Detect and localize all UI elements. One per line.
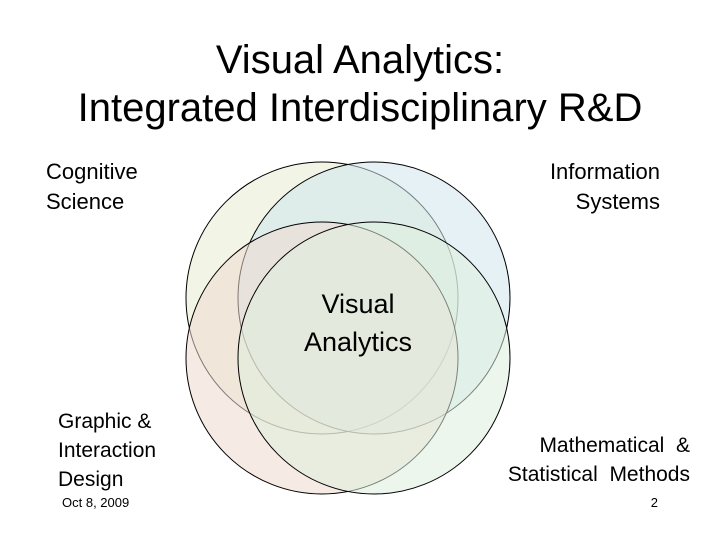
- label-mathematical-statistical-methods: Mathematical & Statistical Methods: [508, 431, 690, 489]
- circle-math-stat-methods: [237, 221, 511, 495]
- label-information-systems: Information Systems: [550, 157, 660, 217]
- label-line: Cognitive: [46, 159, 138, 184]
- footer-date: Oct 8, 2009: [62, 495, 130, 510]
- center-label-visual-analytics: Visual Analytics: [258, 285, 458, 361]
- label-line: Science: [46, 189, 125, 214]
- slide-title: Visual Analytics: Integrated Interdiscip…: [0, 36, 720, 132]
- page-number: 2: [650, 495, 658, 510]
- label-line: Information: [549, 159, 660, 184]
- center-label-line-2: Analytics: [303, 327, 413, 357]
- label-graphic-interaction-design: Graphic & Interaction Design: [58, 407, 156, 494]
- label-line: Graphic &: [58, 410, 152, 433]
- label-line: Design: [58, 468, 124, 491]
- label-line: Systems: [575, 189, 660, 214]
- label-line: Statistical Methods: [507, 463, 690, 486]
- title-line-2: Integrated Interdisciplinary R&D: [77, 86, 643, 130]
- center-label-line-1: Visual: [321, 289, 395, 319]
- label-cognitive-science: Cognitive Science: [46, 157, 138, 217]
- label-line: Mathematical &: [539, 434, 690, 457]
- label-line: Interaction: [58, 439, 157, 462]
- title-line-1: Visual Analytics:: [215, 38, 505, 82]
